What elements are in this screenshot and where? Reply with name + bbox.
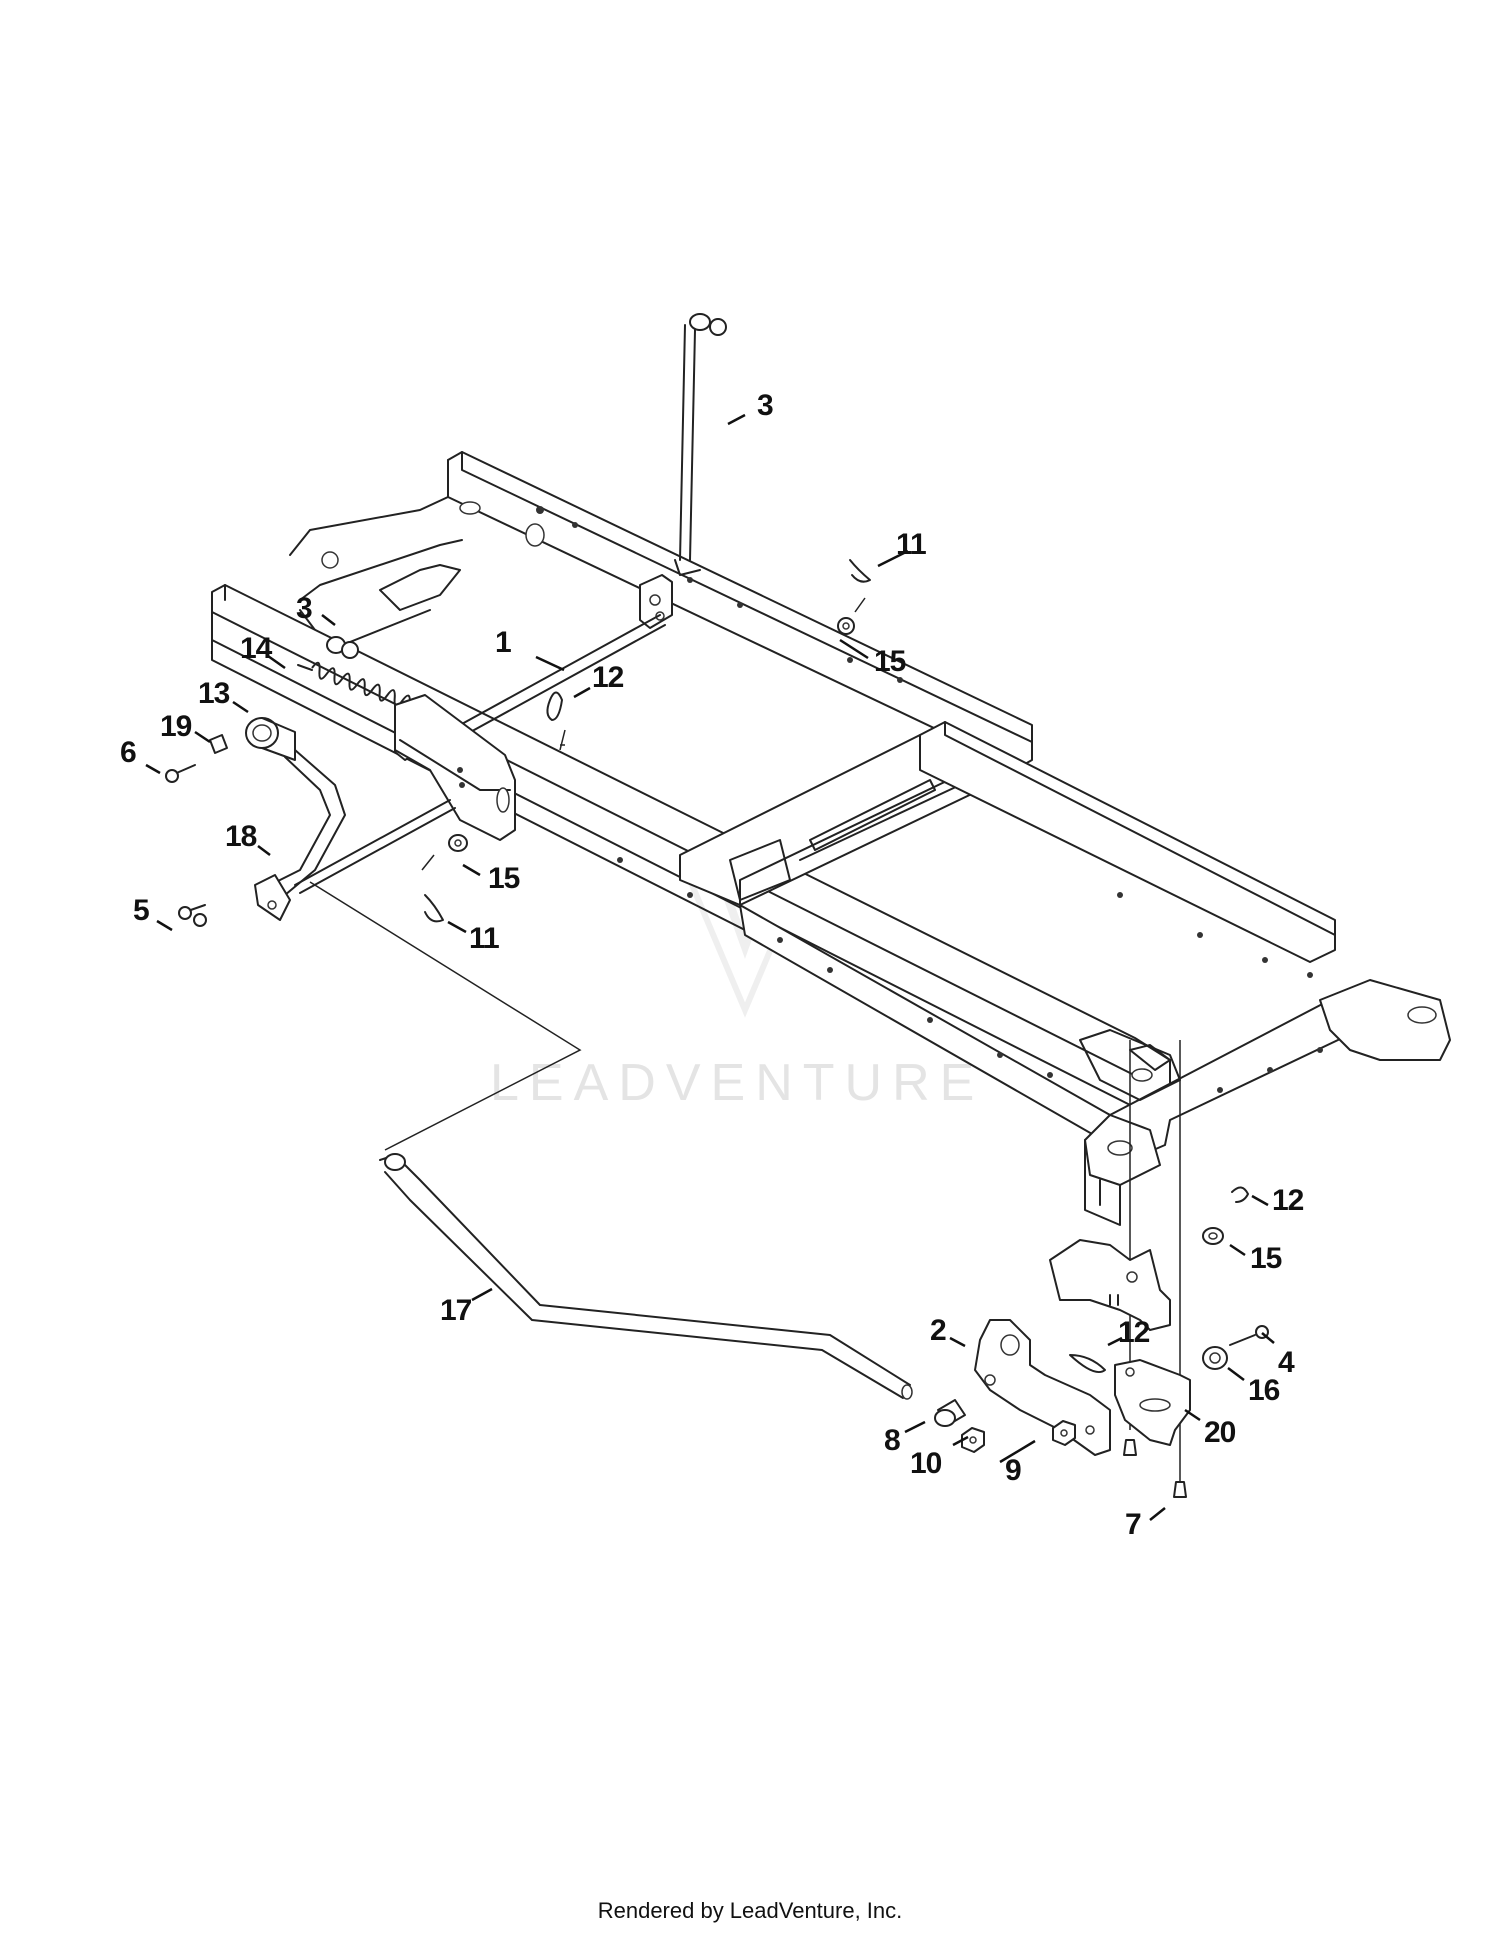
part-11-hairpin-lower [424,894,444,923]
part-13-bushing [245,717,296,761]
part-12-clip-right [1231,1186,1249,1203]
callout-13: 13 [198,677,230,710]
callout-12-middle: 12 [1118,1316,1150,1349]
part-12-clip-middle [1069,1354,1106,1374]
callout-17: 17 [440,1294,472,1327]
part-2-bracket-lower [974,1319,1111,1456]
callout-12-right: 12 [1272,1184,1304,1217]
part-20-slotted-bracket [1114,1359,1191,1446]
part-3-bolts-lower [326,636,359,659]
part-4-bolt [1229,1325,1269,1346]
callout-5: 5 [133,894,149,927]
callout-18: 18 [225,820,257,853]
frame-pedal-bracket [1049,1239,1171,1331]
part-12-clip-upper [546,691,563,721]
part-3-rod-upper [674,313,727,576]
part-17-control-rod [379,1153,913,1400]
callout-4: 4 [1278,1346,1295,1379]
callout-leaders [145,413,1275,1521]
callout-19: 19 [160,710,192,743]
callout-7: 7 [1125,1508,1141,1541]
callout-3-upper: 3 [757,389,773,422]
part-15-washer-left [448,834,468,852]
callout-10: 10 [910,1447,942,1480]
callout-15-upper: 15 [874,645,906,678]
callout-20: 20 [1204,1416,1236,1449]
callout-12-upper: 12 [592,661,624,694]
frame-holes [321,501,1323,1093]
pivot-arm-plate [394,694,516,841]
part-15-washer-right [1202,1227,1224,1245]
part-9-nut [1052,1420,1076,1446]
part-18-pedal-arm [254,749,456,921]
callout-2: 2 [930,1314,946,1347]
part-7-screw [1123,1439,1187,1498]
callout-14: 14 [240,632,273,665]
callout-8: 8 [884,1424,900,1457]
part-16-washer [1202,1346,1228,1370]
part-6-bolt [165,764,196,783]
callout-1: 1 [495,626,511,659]
callout-labels: 3 3 1 11 15 12 14 13 19 6 18 15 5 11 12 … [120,389,1305,1541]
part-11-hairpin-upper [849,559,871,583]
part-19-pin [209,734,228,754]
callout-16: 16 [1248,1374,1280,1407]
part-5-bolt [178,904,207,927]
callout-15-right: 15 [1250,1242,1282,1275]
part-8-spacer [934,1399,966,1427]
callout-11-upper: 11 [896,528,926,561]
callout-3-lower: 3 [296,592,312,625]
part-10-nut [961,1427,985,1453]
callout-15-left: 15 [488,862,520,895]
watermark-text: LEADVENTURE [490,1054,984,1112]
part-14-spring [297,661,411,708]
callout-9: 9 [1005,1454,1021,1487]
callout-11-lower: 11 [469,922,499,955]
footer-credit: Rendered by LeadVenture, Inc. [597,1898,903,1923]
callout-6: 6 [120,736,136,769]
part-15-washer-upper [837,617,855,635]
